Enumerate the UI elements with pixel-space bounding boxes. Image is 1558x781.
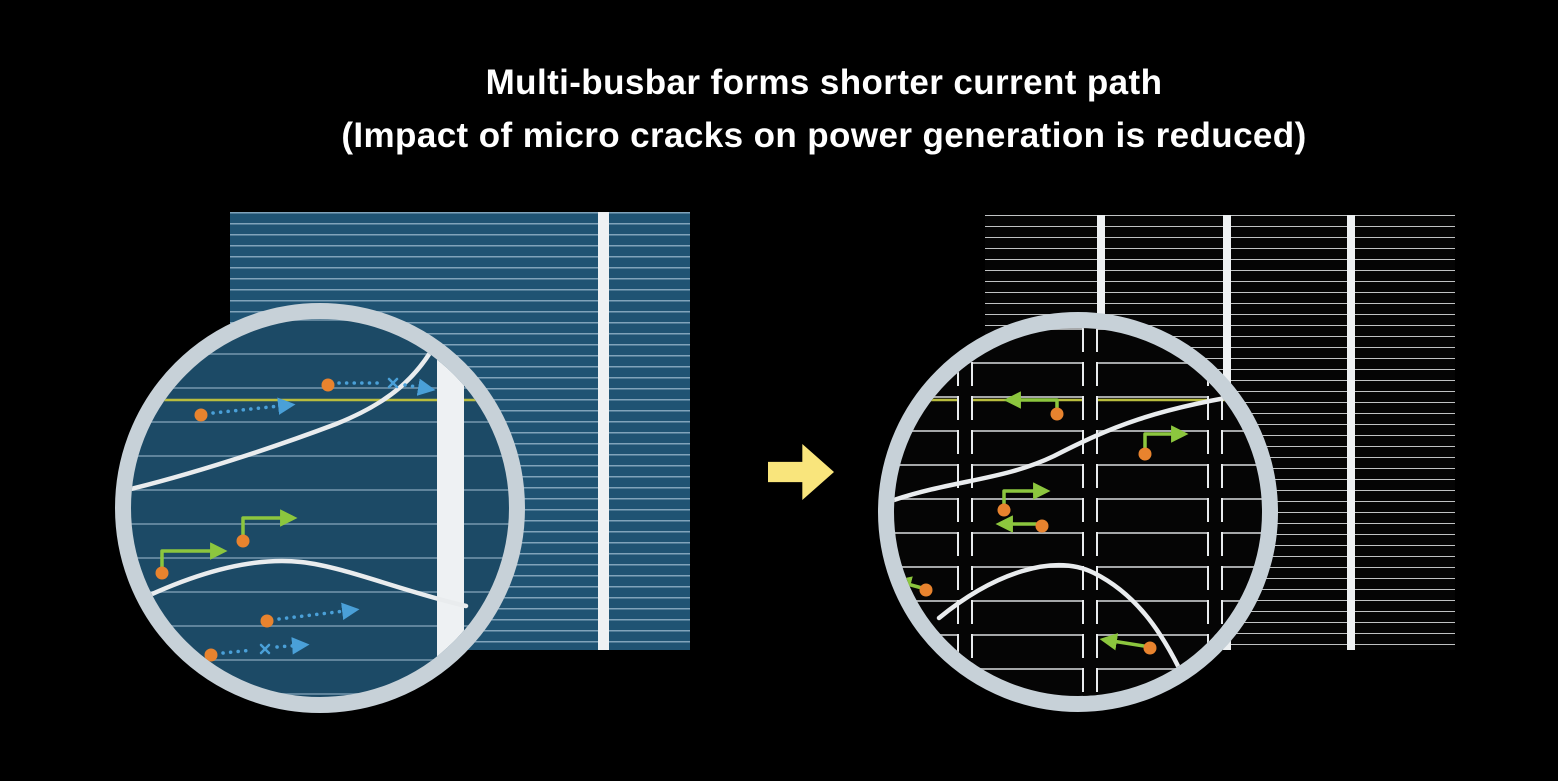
micro-crack-line xyxy=(894,389,1262,503)
electron-dot xyxy=(155,566,169,580)
electron-dot xyxy=(1143,641,1157,655)
electron-dot xyxy=(204,648,218,662)
short-path-arrow xyxy=(241,509,298,537)
electron-dot xyxy=(321,378,335,392)
short-path-arrow xyxy=(1099,633,1146,651)
electron-dot xyxy=(1138,447,1152,461)
long-path-arrow xyxy=(277,602,360,621)
long-path-arrow xyxy=(403,378,436,396)
right-block-arrow-icon xyxy=(768,444,834,500)
short-path-arrow xyxy=(1002,482,1051,506)
short-path-arrow xyxy=(1143,425,1189,450)
micro-crack-line xyxy=(936,563,1182,671)
long-path-arrow xyxy=(211,397,296,415)
zoomed-busbar xyxy=(437,319,464,697)
electron-dot xyxy=(1050,407,1064,421)
busbar xyxy=(1347,215,1355,650)
zoomed-multi-busbar-wire xyxy=(957,328,973,696)
diagram-title: Multi-busbar forms shorter current path … xyxy=(45,57,1558,162)
short-path-arrow xyxy=(894,576,924,594)
long-path-dots xyxy=(221,648,255,655)
electron-dot xyxy=(997,503,1011,517)
electron-dot xyxy=(236,534,250,548)
busbar xyxy=(598,212,609,650)
electron-dot xyxy=(919,583,933,597)
electron-dot xyxy=(194,408,208,422)
title-line-1: Multi-busbar forms shorter current path xyxy=(485,63,1163,102)
left-magnifier xyxy=(115,303,525,713)
electron-dot xyxy=(1035,519,1049,533)
zoomed-multi-busbar-wire xyxy=(1082,328,1098,696)
electron-dot xyxy=(260,614,274,628)
micro-crack-line xyxy=(131,330,444,492)
long-path-arrow xyxy=(275,637,310,655)
title-line-2: (Impact of micro cracks on power generat… xyxy=(341,115,1307,155)
short-path-arrow xyxy=(1003,391,1059,410)
right-magnifier-drawing xyxy=(894,328,1262,696)
blocked-x-mark xyxy=(259,643,271,655)
right-magnifier xyxy=(878,312,1278,712)
micro-crack-line xyxy=(131,558,469,609)
zoomed-multi-busbar-wire xyxy=(1207,328,1223,696)
left-magnifier-drawing xyxy=(131,319,509,697)
blocked-x-mark xyxy=(387,377,399,389)
short-path-arrow xyxy=(160,542,228,569)
